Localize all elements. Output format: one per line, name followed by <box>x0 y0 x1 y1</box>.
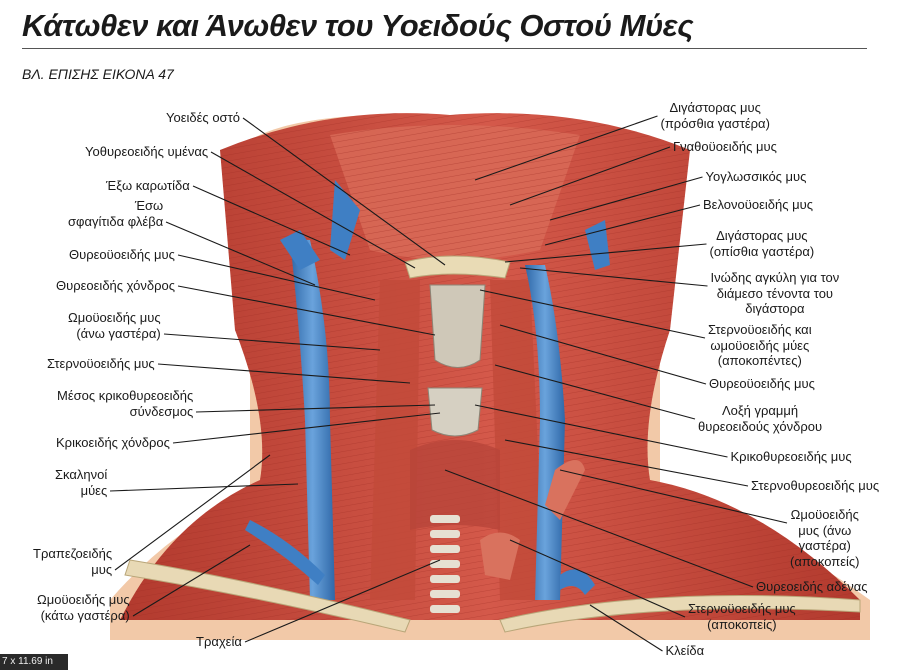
leader-line-cricothyroid-lig <box>195 404 436 413</box>
leader-line-omohyoid-sup-cut <box>559 469 788 524</box>
label-cricothyroid-m: Κρικοθυρεοειδής μυς <box>730 449 852 464</box>
label-trachea: Τραχεία <box>196 634 242 649</box>
label-hyoid: Υοειδές οστό <box>166 110 240 125</box>
leader-line-clavicle <box>589 604 663 652</box>
external-carotid-left <box>330 180 360 260</box>
label-thyroid-gland: Θυρεοειδής αδένας <box>756 579 868 594</box>
label-thyrohyoid-membrane: Υοθυρεοειδής υμένας <box>85 144 209 159</box>
leader-line-ext-carotid <box>192 185 351 256</box>
leader-line-thyroid-cartilage <box>177 285 436 336</box>
subclavian-left <box>245 520 325 585</box>
label-digastric-post: Διγάστορας μυς(οπίσθια γαστέρα) <box>709 228 815 259</box>
label-ext-carotid: Έξω καρωτίδα <box>106 178 190 193</box>
label-digastric-ant: Διγάστορας μυς(πρόσθια γαστέρα) <box>660 100 770 131</box>
internal-jugular-right <box>525 265 565 600</box>
omohyoid-cut-right <box>545 460 585 520</box>
label-omohyoid-inf: Ωμοϋοειδής μυς(κάτω γαστέρα) <box>37 592 130 623</box>
see-also-reference: ΒΛ. ΕΠΙΣΗΣ ΕΙΚΟΝΑ 47 <box>22 66 174 82</box>
page-size-indicator: 7 x 11.69 in <box>0 654 68 670</box>
leader-line-sternohyoid-cut <box>509 539 686 618</box>
leader-line-digastric-ant <box>474 115 658 181</box>
hyoid-bone <box>404 255 511 279</box>
leader-line-trachea <box>244 559 441 643</box>
leader-line-sternothyroid <box>504 439 749 487</box>
sternohyoid-strip-right <box>490 280 545 600</box>
leader-line-omohyoid-sup-left <box>163 333 381 351</box>
internal-jugular-left <box>290 240 335 600</box>
label-sternothyroid: Στερνοθυρεοειδής μυς <box>751 478 880 493</box>
leader-line-cricothyroid-m <box>474 404 728 458</box>
leader-line-mylohyoid <box>509 146 671 206</box>
leader-line-thyrohyoid-left <box>177 254 376 301</box>
leader-line-thyrohyoid-right <box>499 324 707 385</box>
leader-line-thyroid-gland <box>444 469 754 588</box>
thyroid-gland-shape <box>410 440 500 530</box>
leader-line-int-jugular <box>165 221 316 286</box>
leader-line-digastric-post <box>504 243 707 263</box>
label-sternohyoid-cut: Στερνοϋοειδής μυς(αποκοπείς) <box>688 601 796 632</box>
leader-line-hyoglossus <box>549 176 703 221</box>
label-sternohyoid-left: Στερνοϋοειδής μυς <box>47 356 155 371</box>
sternohyoid-strip-left <box>370 280 420 600</box>
leader-line-sterno-omo-cut <box>479 289 706 339</box>
label-clavicle: Κλείδα <box>665 643 705 658</box>
trachea-rings <box>430 515 460 613</box>
thyroid-cartilage-shape <box>429 284 486 368</box>
label-hyoglossus: Υογλωσσικός μυς <box>705 169 807 184</box>
leader-line-stylohyoid <box>544 204 701 246</box>
label-thyroid-cartilage: Θυρεοειδής χόνδρος <box>56 278 175 293</box>
label-cricoid: Κρικοειδής χόνδρος <box>56 435 170 450</box>
leader-line-scalenes <box>109 483 299 492</box>
label-thyrohyoid-left: Θυρεοϋοειδής μυς <box>69 247 175 262</box>
leader-line-omohyoid-inf <box>132 544 251 617</box>
sternohyoid-cut-right <box>480 532 520 580</box>
label-stylohyoid: Βελονοϋοειδής μυς <box>703 197 813 212</box>
label-thyrohyoid-right: Θυρεοϋοειδής μυς <box>709 376 815 391</box>
leader-line-hyoid <box>242 117 446 266</box>
title-divider <box>22 48 867 49</box>
leader-line-thyrohyoid-membrane <box>210 151 416 269</box>
cricoid-cartilage-shape <box>427 387 483 437</box>
page-title: Κάτωθεν και Άνωθεν του Υοειδούς Οστού Μύ… <box>22 8 694 43</box>
clavicle-right <box>499 595 861 633</box>
leader-line-fibrous-loop <box>519 267 708 287</box>
label-mylohyoid: Γναθοϋοειδής μυς <box>673 139 777 154</box>
leader-line-oblique-line <box>494 364 696 420</box>
leader-line-trapezius <box>114 454 271 571</box>
label-omohyoid-sup-left: Ωμοϋοειδής μυς(άνω γαστέρα) <box>68 310 161 341</box>
leader-line-sternohyoid-left <box>157 363 411 384</box>
leader-line-cricoid <box>172 412 441 444</box>
